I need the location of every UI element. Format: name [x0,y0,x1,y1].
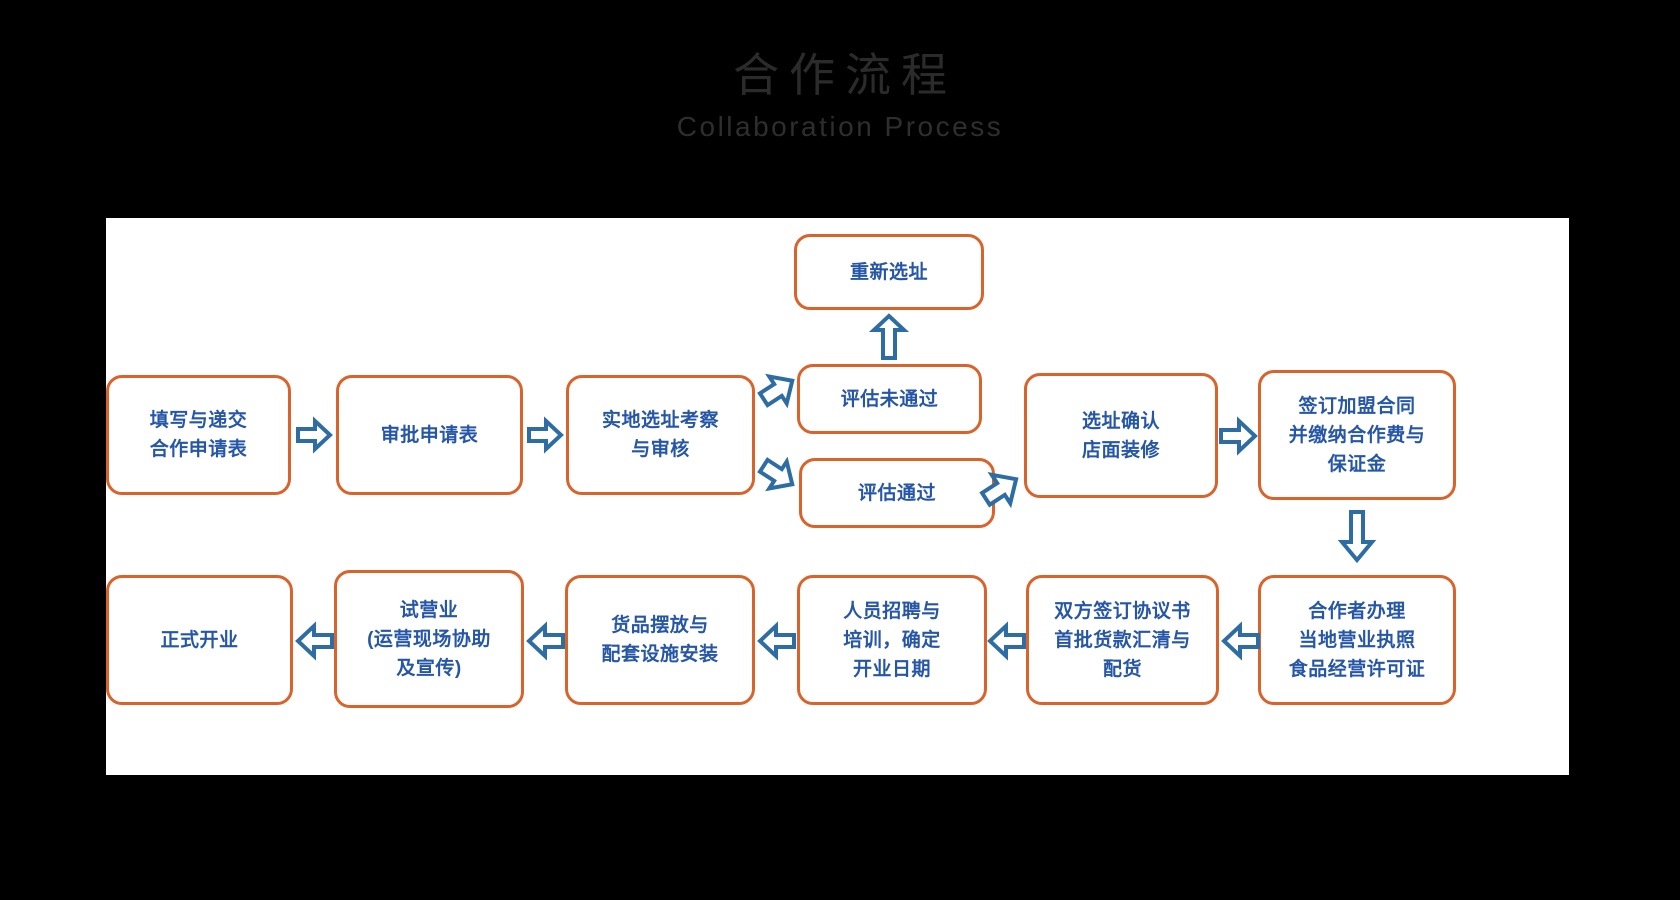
node-sign-agreement[interactable]: 双方签订协议书 首批货款汇清与 配货 [1026,575,1219,705]
diagram-canvas: 填写与递交 合作申请表 审批申请表 实地选址考察 与审核 评估未通过 评估通过 … [106,218,1569,775]
arrow-right-icon [527,416,564,454]
arrow-up-icon [868,313,910,360]
arrow-down-right-icon [757,453,798,497]
arrow-left-icon [757,621,796,661]
page-title-en: Collaboration Process [676,111,1004,142]
page-title-cn: 合作流程 [733,49,957,101]
arrow-left-icon [1221,621,1260,661]
arrow-left-icon [526,621,565,661]
node-site-survey[interactable]: 实地选址考察 与审核 [566,375,755,495]
node-goods-display[interactable]: 货品摆放与 配套设施安装 [565,575,755,705]
arrow-left-icon [987,621,1026,661]
node-grand-opening[interactable]: 正式开业 [106,575,293,705]
arrow-up-right-icon [979,466,1022,512]
node-apply-form[interactable]: 填写与递交 合作申请表 [106,375,291,495]
arrow-up-right-icon [757,368,798,412]
node-licenses[interactable]: 合作者办理 当地营业执照 食品经营许可证 [1258,575,1456,705]
arrow-left-icon [295,621,334,661]
node-reselect-site[interactable]: 重新选址 [794,234,984,310]
node-sign-contract[interactable]: 签订加盟合同 并缴纳合作费与 保证金 [1258,370,1456,500]
node-recruit-train[interactable]: 人员招聘与 培训，确定 开业日期 [797,575,987,705]
arrow-down-icon [1337,510,1377,564]
page-title-block: 合作流程 Collaboration Process [0,46,1680,146]
node-approve-form[interactable]: 审批申请表 [336,375,523,495]
arrow-right-icon [296,416,333,454]
node-eval-passed[interactable]: 评估通过 [799,458,995,528]
node-site-confirm[interactable]: 选址确认 店面装修 [1024,373,1218,498]
arrow-right-icon [1219,416,1258,456]
node-trial-operation[interactable]: 试营业 (运营现场协助 及宣传) [334,570,524,708]
node-eval-failed[interactable]: 评估未通过 [797,364,982,434]
